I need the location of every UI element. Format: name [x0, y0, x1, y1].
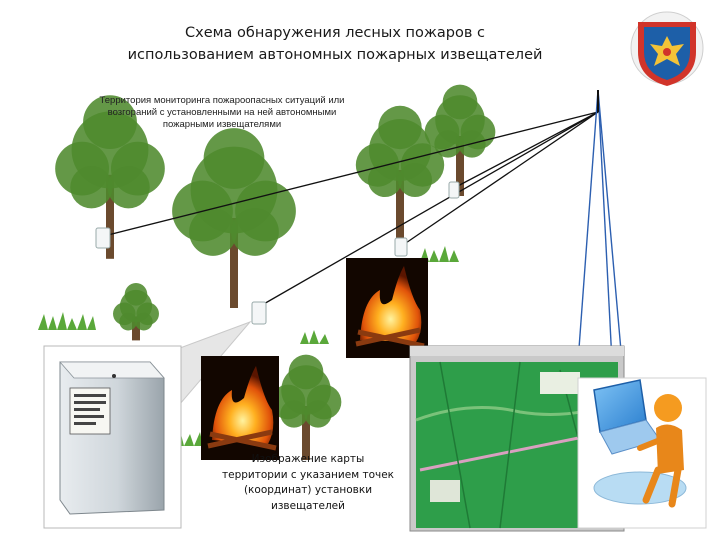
slide-title: Схема обнаружения лесных пожаров с испол…: [110, 22, 560, 66]
map-caption-line-2: территории с указанием точек: [222, 468, 394, 481]
map-caption-line-3: (координат) установки: [243, 484, 373, 496]
tree-icon: [270, 354, 342, 460]
territory-caption-line-3: пожарными извещателями: [162, 119, 282, 130]
territory-caption-line-1: Территория мониторинга пожароопасных сит…: [99, 95, 345, 106]
detector-device: [43, 345, 182, 529]
fire-icon: [201, 258, 428, 460]
operator-computer-icon: [577, 377, 707, 529]
territory-caption: Территория мониторинга пожароопасных сит…: [52, 95, 392, 131]
detector-icon: [95, 181, 460, 325]
territory-caption-line-2: возгораний с установленными на ней автон…: [107, 107, 337, 118]
tree-icon: [113, 283, 159, 341]
map-caption-line-1: Изображение карты: [251, 453, 365, 465]
signal-lines: [103, 111, 599, 306]
tree-icon: [355, 105, 445, 242]
title-line-2: использованием автономных пожарных извещ…: [127, 47, 543, 63]
tree-icon: [424, 84, 496, 196]
tree-icon: [172, 128, 296, 308]
map-caption: Изображение карты территории с указанием…: [208, 452, 408, 514]
emblem-icon: [630, 11, 704, 86]
title-line-1: Схема обнаружения лесных пожаров с: [184, 25, 486, 41]
tree-icon: [55, 95, 165, 259]
antenna-tower-icon: [577, 89, 623, 363]
map-caption-line-4: извещателей: [271, 499, 345, 512]
